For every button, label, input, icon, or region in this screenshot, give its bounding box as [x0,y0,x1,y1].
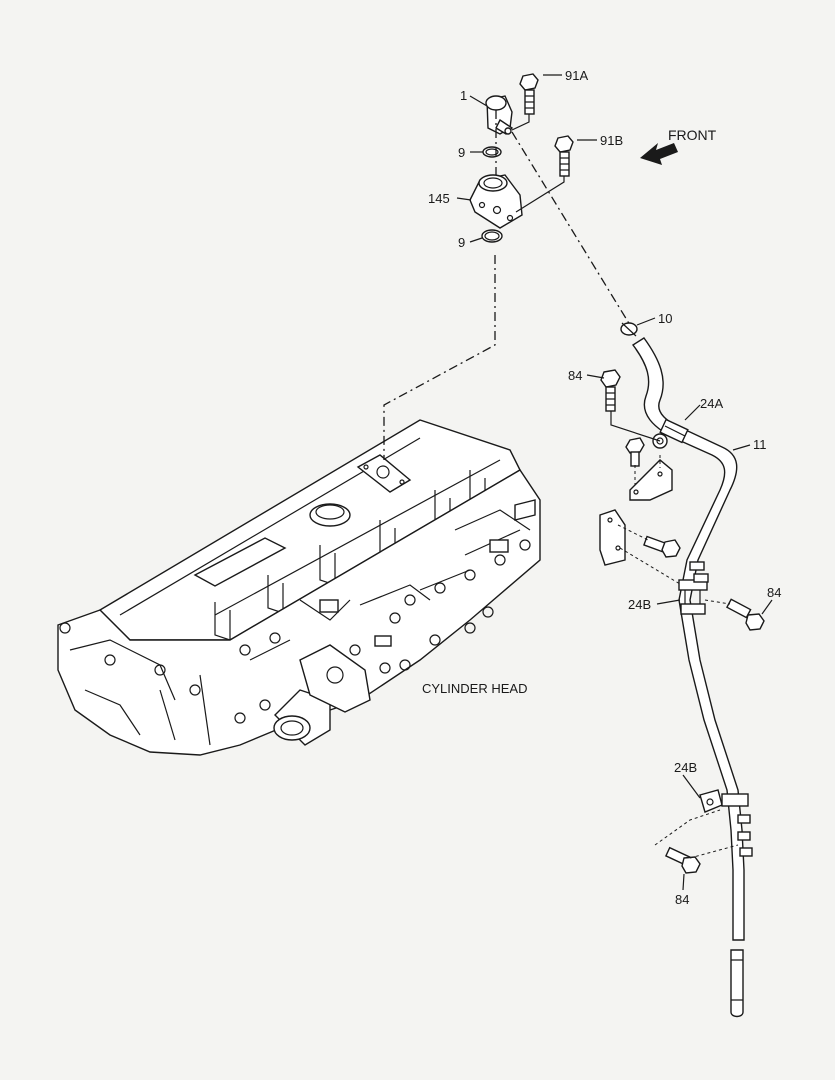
bracket-mid [599,509,626,566]
clip-10 [620,322,638,337]
adapter-145 [469,174,523,229]
label-10: 10 [658,311,672,326]
label-24b-mid: 24B [628,597,651,612]
o-ring-9-bottom [481,229,503,243]
o-ring-9-top [482,146,502,158]
pipe-11 [631,337,745,1018]
label-11: 11 [753,437,767,452]
bolt-84-lower [664,846,701,874]
label-1: 1 [460,88,467,103]
label-84-upper: 84 [568,368,582,383]
bolt-mid-horizontal [643,535,681,558]
label-91b: 91B [600,133,623,148]
clamp-24b-mid [678,561,709,615]
label-24a: 24A [700,396,723,411]
label-9-top: 9 [458,145,465,160]
label-84-mid: 84 [767,585,781,600]
label-145: 145 [428,191,450,206]
cylinder-head-drawing [57,419,541,756]
front-label: FRONT [668,127,717,143]
bolt-84-upper [600,369,621,412]
clamp-24b-lower [699,789,753,857]
cylinder-head-label: CYLINDER HEAD [422,681,527,696]
label-24b-low: 24B [674,760,697,775]
bolt-under-24a [625,437,645,467]
label-91a: 91A [565,68,588,83]
bolt-91a [519,73,539,115]
label-84-low: 84 [675,892,689,907]
label-9-bottom: 9 [458,235,465,250]
bolt-91b [554,135,574,177]
bracket-upper [629,459,673,501]
front-arrow-icon [640,143,678,165]
sensor-part-1 [485,95,514,135]
bolt-84-mid [725,598,765,631]
